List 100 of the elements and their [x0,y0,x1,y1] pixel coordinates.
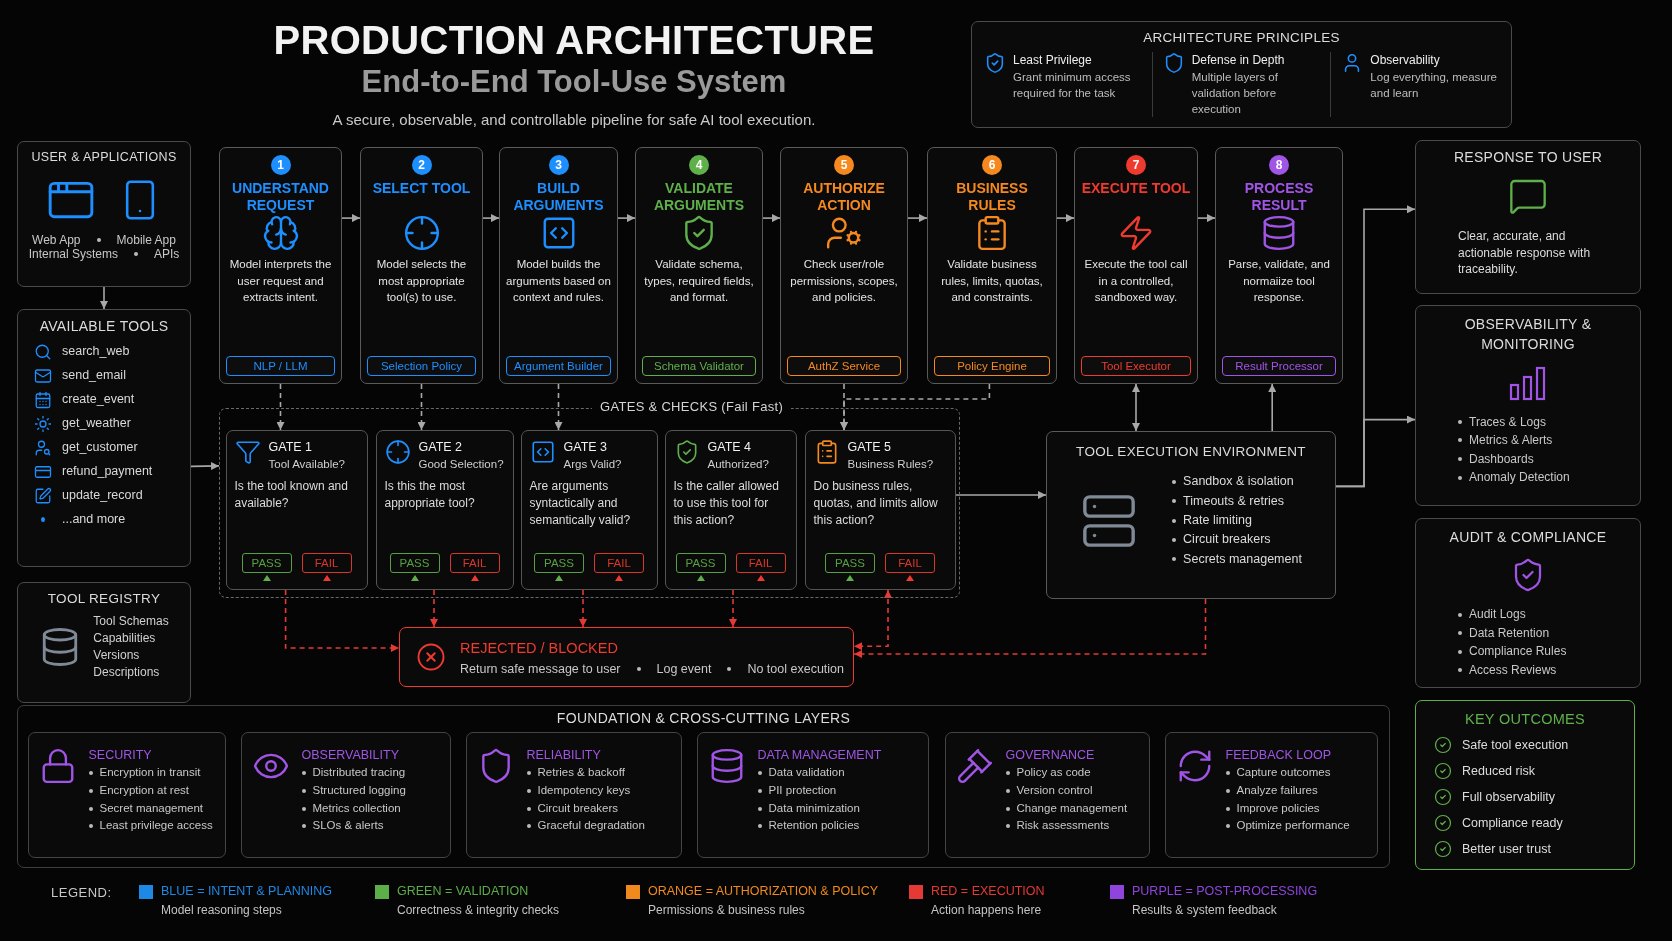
feature-item: Secret management [99,800,204,816]
component-tag: Policy Engine [934,356,1050,376]
legend-text: RED = EXECUTION [931,884,1045,898]
page-title: PRODUCTION ARCHITECTURE [272,18,876,63]
panel-heading: TOOL EXECUTION ENVIRONMENT [1076,444,1306,461]
gate-title: GATE 5 [847,438,892,456]
step-title: BUSINESS RULES [955,180,1029,214]
feature-item: Timeouts & retries [1183,492,1285,510]
principle-description: Grant minimum access required for the task [1013,70,1132,102]
gate-question: Business Rules? [847,457,934,472]
rejection-title: REJECTED / BLOCKED [460,638,618,658]
panel-heading: ARCHITECTURE PRINCIPLES [1143,30,1340,47]
dashed-arrow [284,589,400,652]
app-name: Internal Systems [28,247,118,261]
principles-panel [971,21,1512,128]
component-tag: Tool Executor [1081,356,1191,376]
legend-text: PURPLE = POST-PROCESSING [1132,884,1318,898]
page-subtitle: End-to-End Tool-Use System [360,64,788,100]
layer-card [696,731,929,858]
pass-indicator: PASS [825,552,875,573]
panel-heading: KEY OUTCOMES [1464,711,1586,729]
principle-title: Observability [1370,52,1440,69]
layer-title: FEEDBACK LOOP [1225,746,1332,764]
gate-card [225,429,368,590]
panel-heading: USER & APPLICATIONS [31,150,177,165]
legend-text: ORANGE = AUTHORIZATION & POLICY [648,884,879,898]
arrow [190,462,220,471]
dashed-arrow [417,383,426,431]
panel-heading: AVAILABLE TOOLS [39,318,169,335]
panel-heading: OBSERVABILITY & MONITORING [1463,315,1593,355]
feature-item: Access Reviews [1469,662,1557,680]
legend-text: BLUE = INTENT & PLANNING [161,884,332,898]
environment-panel [1046,431,1336,599]
legend-description: Correctness & integrity checks [397,903,560,917]
registry-item: Capabilities [93,630,156,647]
panel-heading: AUDIT & COMPLIANCE [1448,528,1608,547]
gate-question: Tool Available? [268,457,345,472]
process-card [1074,147,1198,384]
feature-item: Data Retention [1469,624,1550,642]
group-heading: FOUNDATION & CROSS-CUTTING LAYERS [556,710,851,727]
arrow [1335,415,1416,488]
process-card [219,147,342,384]
layer-card [944,731,1150,858]
process-card [780,147,908,384]
panel [1415,140,1641,294]
pass-indicator: PASS [534,552,584,573]
feature-item: Risk assessments [1016,818,1110,834]
feature-item: Circuit breakers [537,800,619,816]
panel-heading: TOOL REGISTRY [47,591,161,608]
feature-item: Version control [1016,782,1093,798]
process-card [1215,147,1343,384]
feature-item: Compliance Rules [1469,643,1567,661]
step-title: AUTHORIZE ACTION [802,180,886,214]
pass-indicator: PASS [675,552,726,573]
feature-item: Data minimization [768,800,860,816]
dashed-arrow [430,589,438,628]
feature-item: Dashboards [1469,450,1534,468]
feature-item: Structured logging [312,782,406,798]
feature-item: Encryption at rest [99,782,189,798]
app-name: Web App [32,233,81,247]
feature-item: Secrets management [1183,550,1302,568]
gate-description: Is the caller allowed to use this tool for this action? [673,478,780,529]
panel [17,309,191,567]
panel [1415,305,1641,506]
component-tag: Selection Policy [367,356,476,376]
gate-title: GATE 2 [418,438,463,456]
legend-text: GREEN = VALIDATION [397,884,529,898]
feature-item: Capture outcomes [1236,765,1331,780]
app-name: APIs [154,247,180,261]
step-number: 1 [270,155,291,175]
pass-indicator: PASS [389,552,440,573]
arrow [762,214,781,223]
tool-name: refund_payment [62,463,153,481]
tool-name: get_customer [62,439,138,457]
feature-item: Rate limiting [1183,511,1252,529]
arrow [1056,214,1075,223]
gate-description: Are arguments syntactically and semantically valid? [529,478,632,529]
layer-title: RELIABILITY [526,746,601,764]
gate-question: Good Selection? [418,457,504,472]
arrow [482,214,500,223]
feature-item: Audit Logs [1469,606,1526,624]
feature-item: Traces & Logs [1469,413,1546,431]
feature-item: Least privilege access [99,818,213,834]
layer-card [465,731,682,858]
rejection-action: Log event [656,662,712,677]
layer-title: DATA MANAGEMENT [757,746,882,764]
principle-description: Log everything, measure and learn [1370,70,1498,102]
layer-title: GOVERNANCE [1005,746,1095,764]
step-title: BUILD ARGUMENTS [512,180,605,214]
tool-name: search_web [62,343,130,361]
gate-question: Authorized? [707,457,769,472]
step-description: Check user/role permissions, scopes, and policies. [789,257,899,306]
step-description: Validate schema, types, required fields, and format. [643,257,755,306]
tool-name: update_record [62,487,143,505]
legend-heading: LEGEND: [51,885,112,900]
principle-description: Multiple layers of validation before execution [1191,70,1279,118]
outcome-item: Better user trust [1462,840,1551,858]
dashed-arrow [853,598,1207,658]
feature-item: Encryption in transit [99,765,201,780]
fail-indicator: FAIL [449,552,500,573]
